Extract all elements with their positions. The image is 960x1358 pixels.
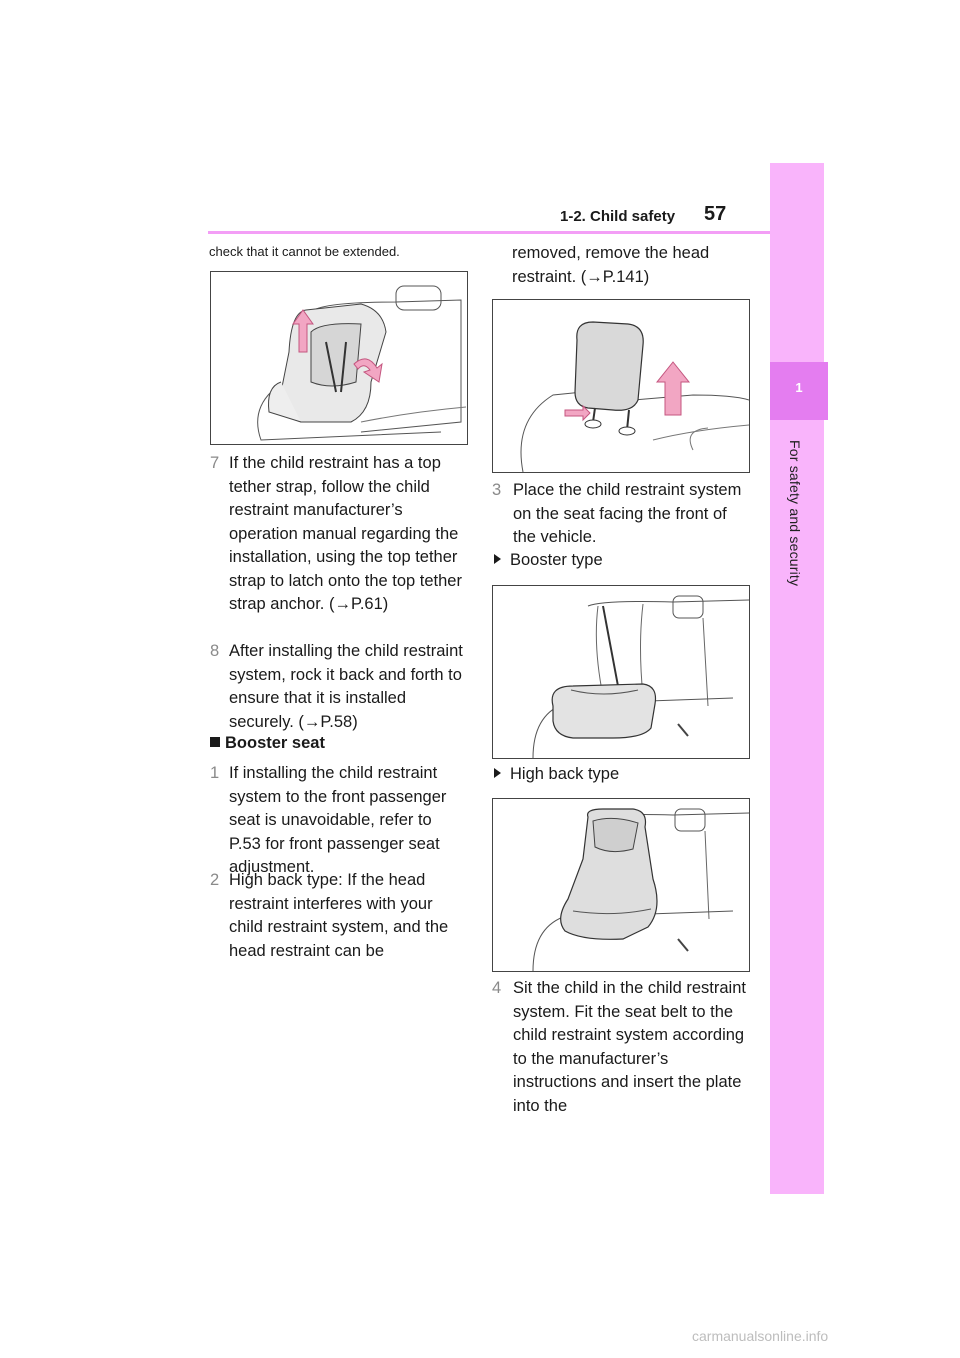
step-1: 1 If installing the child restraint syst… — [210, 762, 466, 880]
step-7: 7 If the child restraint has a top tethe… — [210, 452, 466, 617]
high-back-type-label: High back type — [494, 763, 619, 787]
header-rule — [208, 231, 770, 234]
high-back-type-text: High back type — [510, 765, 620, 783]
step-2-number: 2 — [210, 871, 220, 889]
step-7-number: 7 — [210, 454, 220, 472]
intro-text: check that it cannot be extended. — [209, 244, 400, 259]
chapter-number: 1 — [795, 380, 803, 395]
figure-remove-head-restraint — [492, 299, 750, 473]
step-4-number: 4 — [492, 979, 502, 997]
booster-seat-heading: Booster seat — [210, 734, 325, 753]
chapter-side-tab — [770, 163, 824, 1194]
step-1-text: If installing the child restraint system… — [229, 764, 447, 876]
step-2-text: High back type: If the head restraint in… — [229, 871, 449, 960]
step-7-text: If the child restraint has a top tether … — [229, 454, 462, 613]
step-8-number: 8 — [210, 642, 220, 660]
figure-top-tether-install — [210, 271, 468, 445]
triangle-bullet-icon — [494, 768, 501, 778]
chapter-number-tab[interactable] — [770, 362, 828, 420]
step-3: 3 Place the child restraint system on th… — [492, 479, 748, 550]
step-8-text: After installing the child restraint sys… — [229, 642, 463, 731]
square-bullet-icon — [210, 737, 220, 747]
step-3-number: 3 — [492, 481, 502, 499]
step-3-text: Place the child restraint system on the … — [513, 481, 742, 546]
step-2: 2 High back type: If the head restraint … — [210, 869, 466, 963]
chapter-title-vertical: For safety and security — [787, 440, 811, 650]
figure-high-back-type — [492, 798, 750, 972]
booster-type-label: Booster type — [494, 549, 603, 573]
triangle-bullet-icon — [494, 554, 501, 564]
watermark: carmanualsonline.info — [692, 1328, 829, 1344]
page-number: 57 — [704, 203, 727, 225]
step-2-continued: removed, remove the head restraint. (→P.… — [512, 244, 710, 286]
figure-booster-type — [492, 585, 750, 759]
step-1-number: 1 — [210, 764, 220, 782]
booster-type-text: Booster type — [510, 551, 603, 569]
chapter-title: For safety and security — [787, 440, 803, 587]
section-title: 1-2. Child safety — [560, 208, 676, 225]
booster-seat-heading-text: Booster seat — [225, 734, 325, 752]
step-4-text: Sit the child in the child restraint sys… — [513, 979, 746, 1115]
step-8: 8 After installing the child restraint s… — [210, 640, 466, 734]
step-4: 4 Sit the child in the child restraint s… — [492, 977, 748, 1118]
